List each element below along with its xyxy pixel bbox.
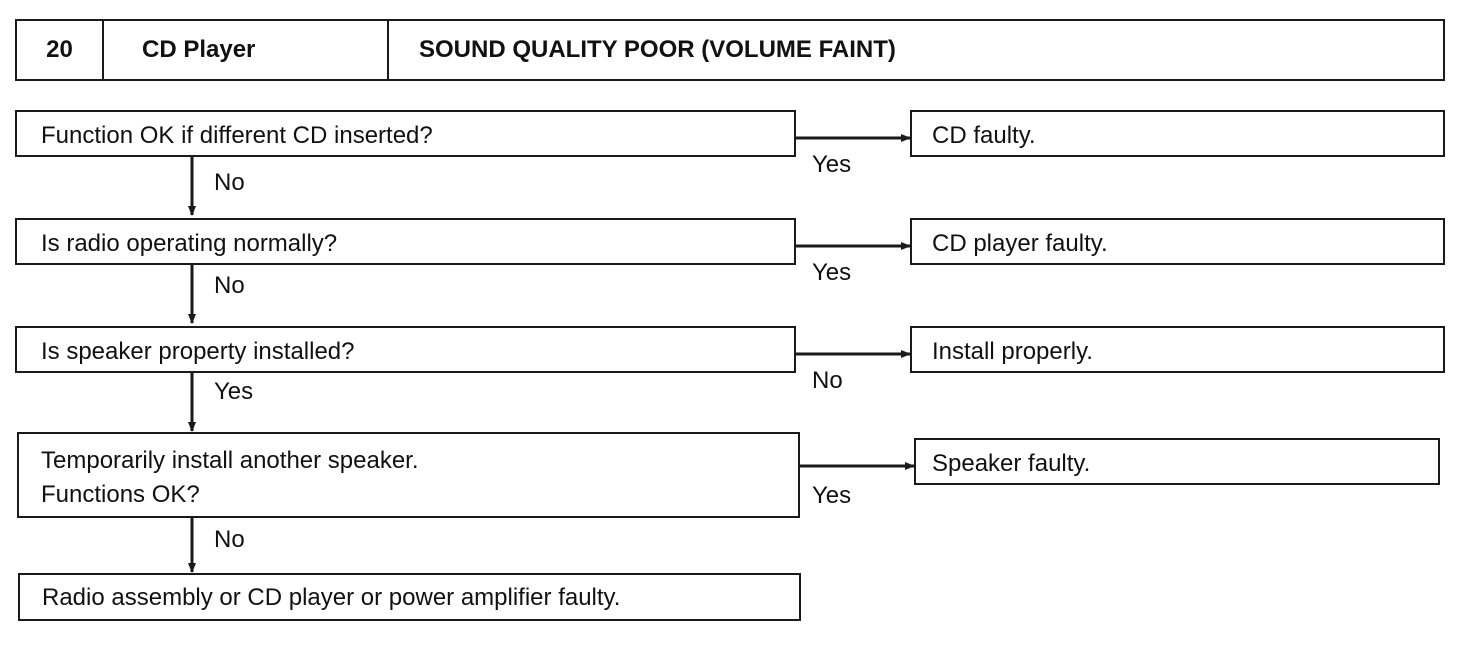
branch-label-1-down: No	[214, 169, 245, 196]
question-box-4: Temporarily install another speaker. Fun…	[17, 432, 800, 518]
branch-label-4-down: No	[214, 526, 245, 553]
branch-label-3-down: Yes	[214, 378, 254, 405]
result-3-text: Install properly.	[932, 338, 1093, 365]
question-1-text: Function OK if different CD inserted?	[41, 122, 433, 149]
question-2-text: Is radio operating normally?	[41, 230, 338, 257]
question-box-3: Is speaker property installed?	[15, 326, 796, 373]
final-result-text: Radio assembly or CD player or power amp…	[42, 584, 621, 611]
chart-number: 20	[17, 21, 104, 79]
system-name: CD Player	[104, 21, 389, 79]
result-1-text: CD faulty.	[932, 122, 1036, 149]
question-4-line-2: Functions OK?	[41, 481, 200, 508]
question-box-1: Function OK if different CD inserted?	[15, 110, 796, 157]
branch-label-2-side: Yes	[812, 259, 852, 286]
branch-label-2-down: No	[214, 272, 245, 299]
result-box-3: Install properly.	[910, 326, 1445, 373]
header-table: 20 CD Player SOUND QUALITY POOR (VOLUME …	[15, 19, 1445, 81]
branch-label-3-side: No	[812, 367, 843, 394]
branch-label-4-side: Yes	[812, 482, 852, 509]
problem-title: SOUND QUALITY POOR (VOLUME FAINT)	[419, 36, 896, 63]
question-3-text: Is speaker property installed?	[41, 338, 355, 365]
branch-label-1-side: Yes	[812, 151, 852, 178]
question-4-line-1: Temporarily install another speaker.	[41, 447, 419, 474]
result-4-text: Speaker faulty.	[932, 450, 1091, 477]
final-result-box: Radio assembly or CD player or power amp…	[18, 573, 801, 621]
result-box-4: Speaker faulty.	[914, 438, 1440, 485]
result-box-1: CD faulty.	[910, 110, 1445, 157]
question-box-2: Is radio operating normally?	[15, 218, 796, 265]
result-box-2: CD player faulty.	[910, 218, 1445, 265]
result-2-text: CD player faulty.	[932, 230, 1108, 257]
